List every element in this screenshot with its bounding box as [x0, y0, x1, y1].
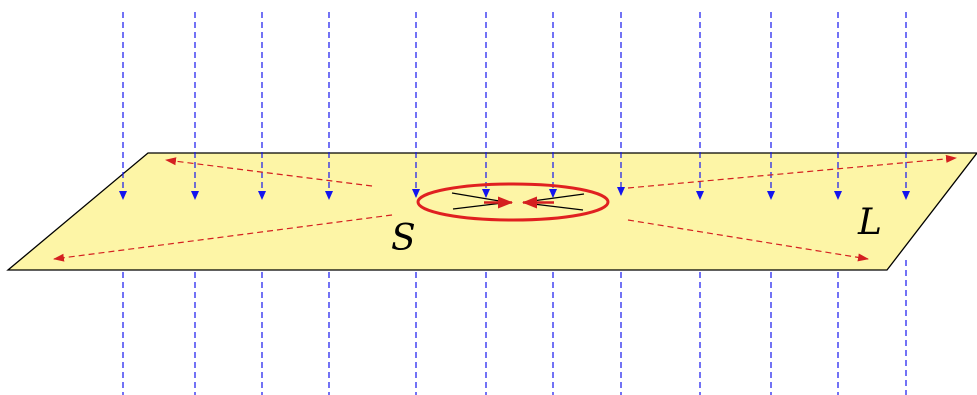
outward-flow-arrows [53, 154, 957, 262]
field-lines-below [122, 260, 907, 395]
plane-l [6, 152, 977, 271]
field-lines-above [119, 12, 910, 200]
label-l: L [857, 202, 882, 243]
loop-s [416, 182, 610, 222]
label-s: S [391, 218, 416, 259]
